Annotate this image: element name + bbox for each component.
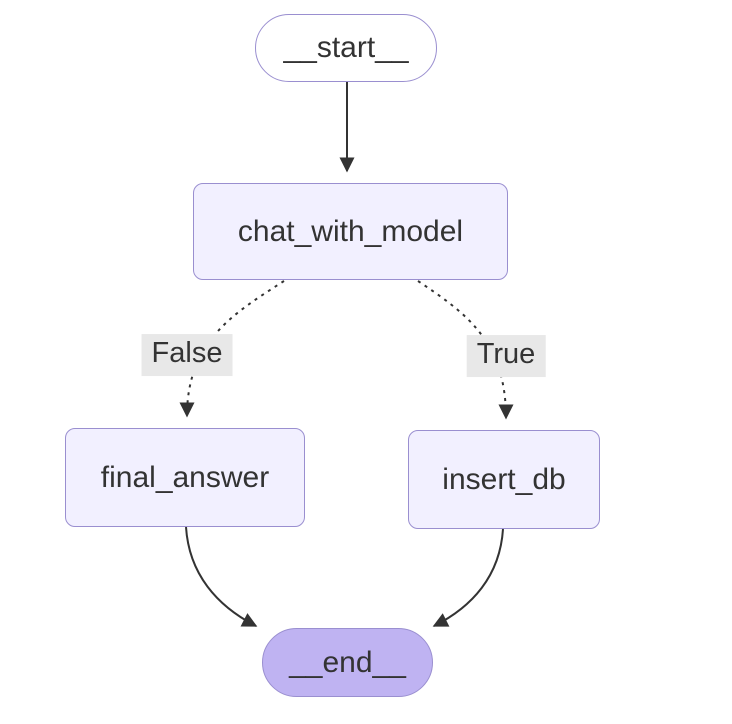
edge-final-answer-to-end [185,526,258,627]
node-end: __end__ [262,628,433,697]
node-final-answer: final_answer [65,428,305,527]
edge-label-false: False [141,334,233,376]
node-end-label: __end__ [289,645,406,679]
node-final-answer-label: final_answer [100,460,270,494]
node-start-label: __start__ [283,31,409,64]
node-chat-with-model-label: chat_with_model [237,214,464,248]
edge-insert-db-to-end [432,528,504,627]
node-insert-db: insert_db [408,430,600,529]
node-chat-with-model: chat_with_model [193,183,508,280]
edge-chat-with-model-to-insert-db [417,280,514,420]
node-start: __start__ [255,14,437,82]
edge-label-true: True [466,335,546,377]
node-insert-db-label: insert_db [442,462,566,496]
